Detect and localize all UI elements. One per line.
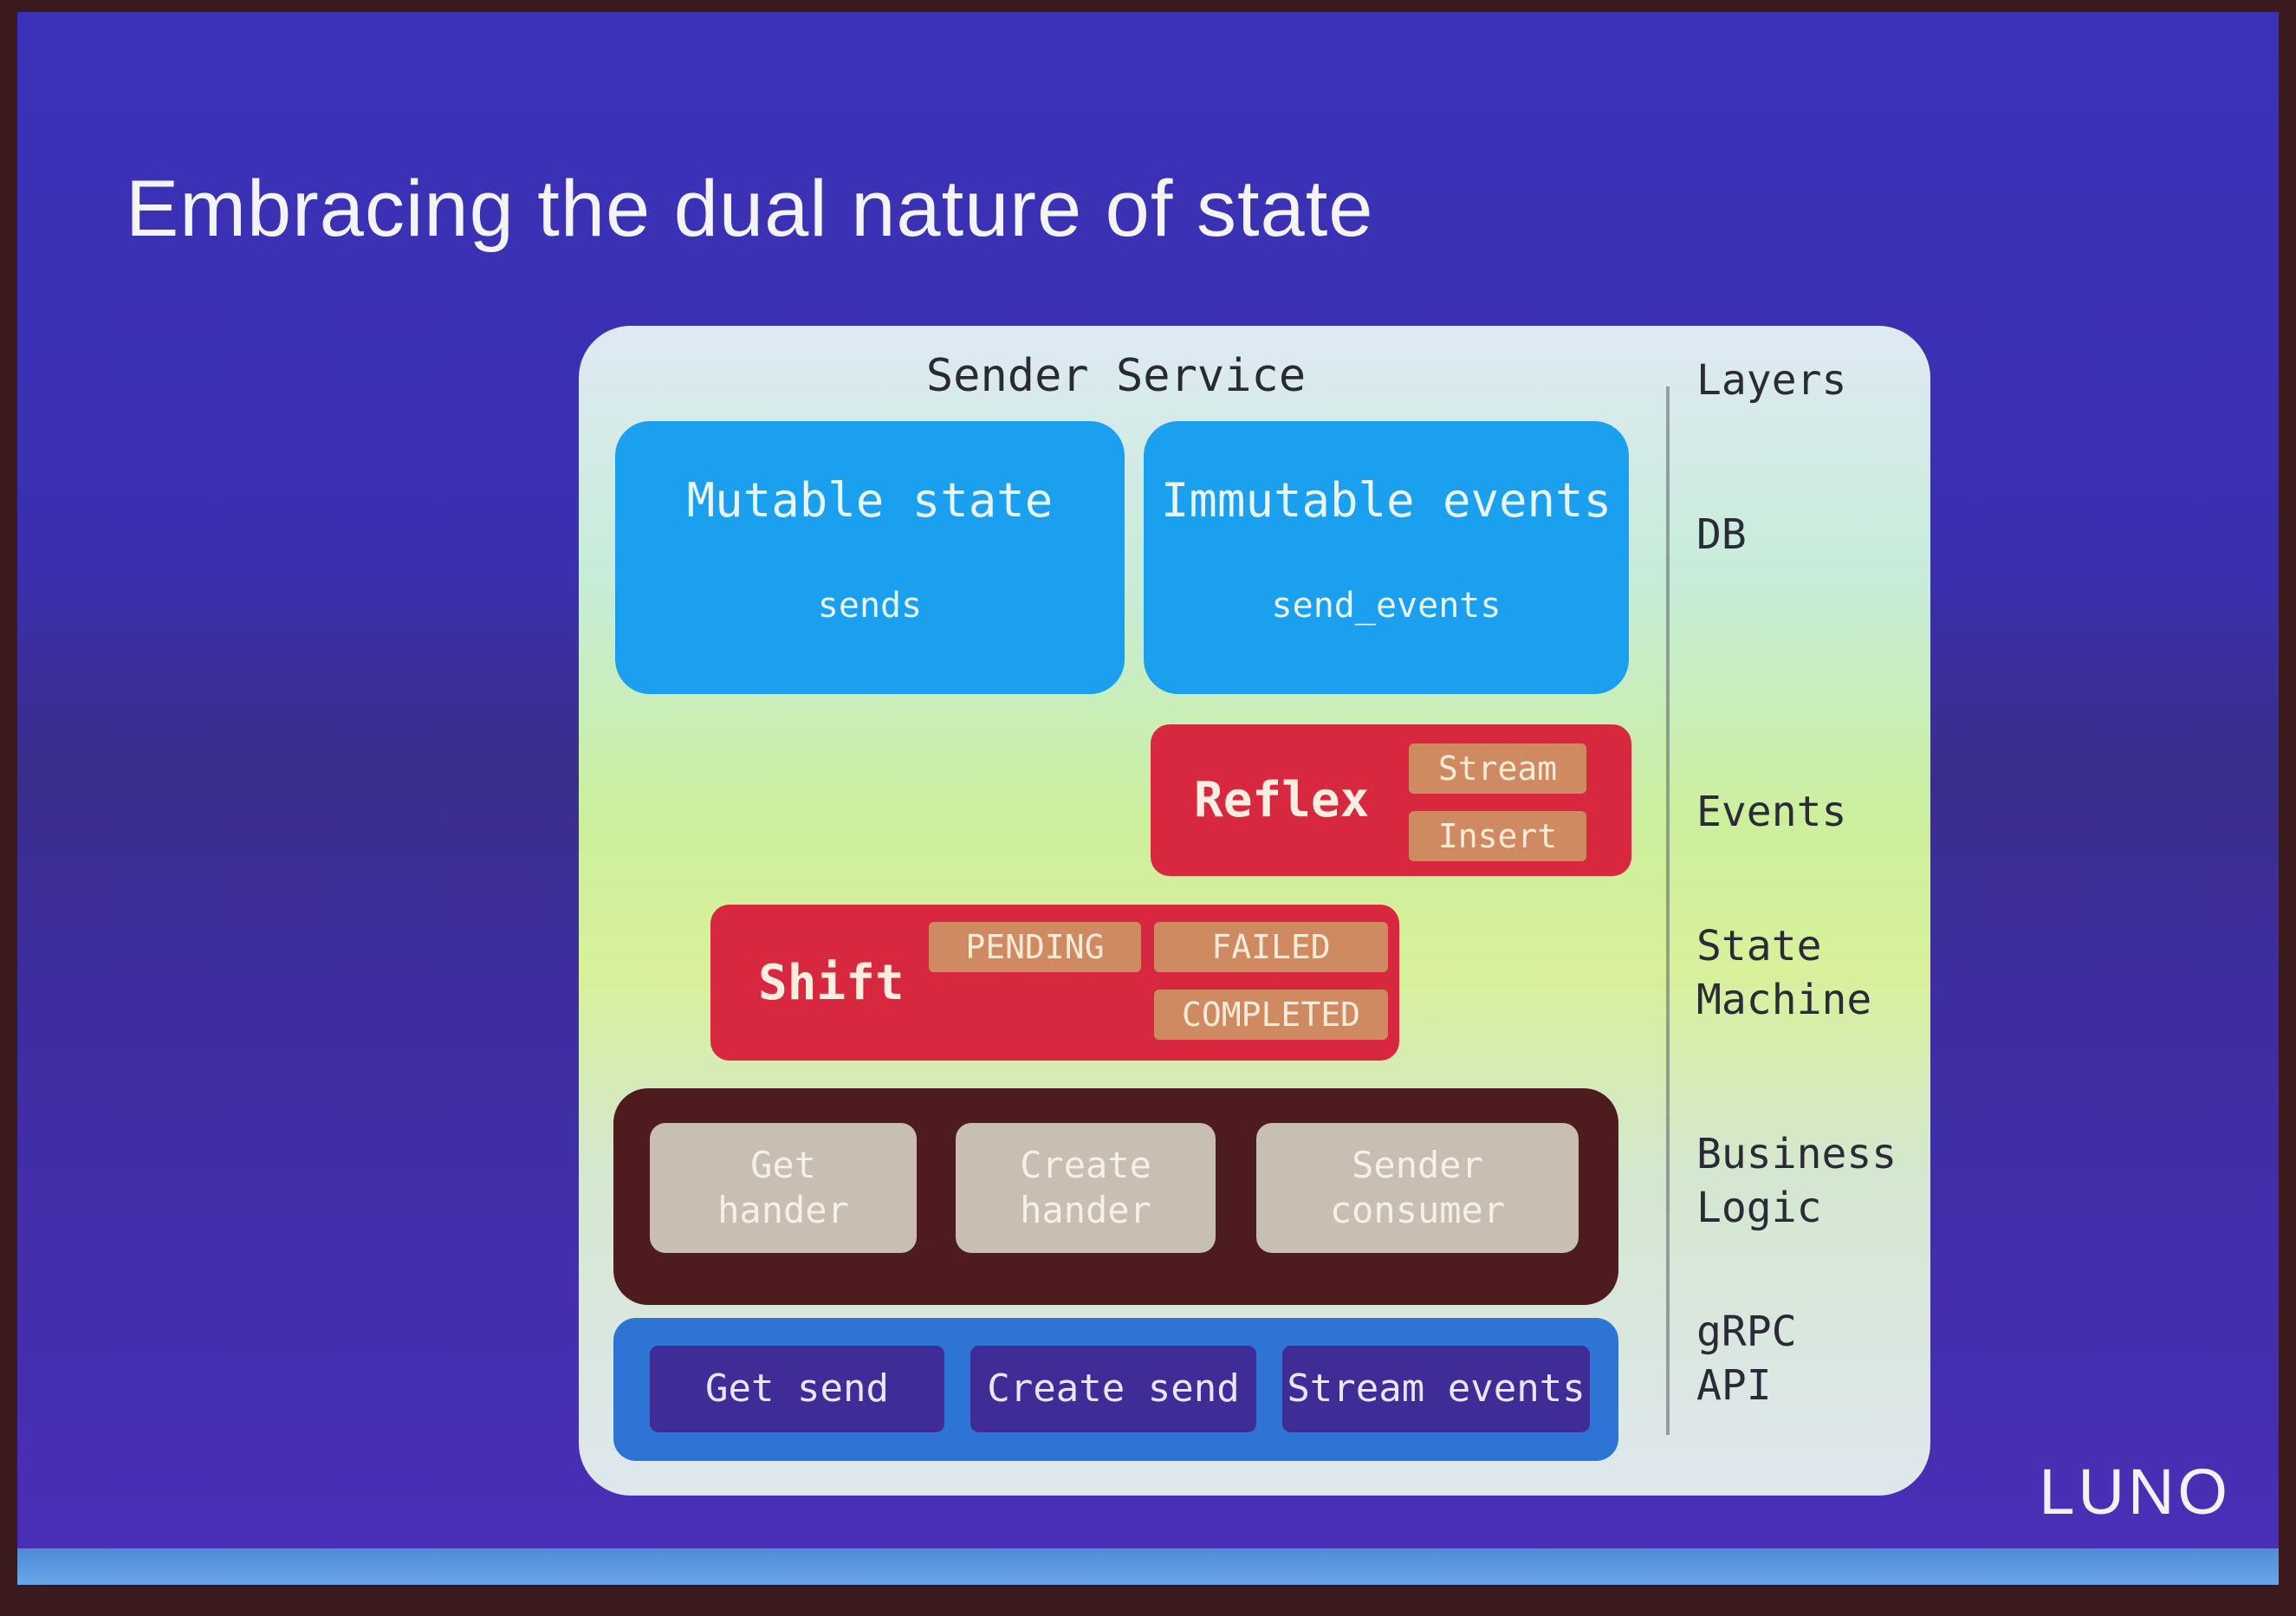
layer-label-state-machine: State Machine — [1696, 922, 1872, 1024]
sends-table-label: sends — [817, 586, 923, 626]
mutable-state-title: Mutable state — [686, 473, 1054, 528]
layer-label-grpc-api: gRPC API — [1696, 1308, 1797, 1410]
immutable-events-title: Immutable events — [1160, 473, 1612, 528]
reflex-box: Reflex Stream Insert — [1151, 724, 1631, 876]
shift-state-completed: COMPLETED — [1154, 990, 1388, 1040]
send-events-table-label: send_events — [1271, 586, 1501, 626]
sender-consumer-box: Sender consumer — [1256, 1123, 1579, 1253]
luno-logo: LUNO — [2039, 1456, 2231, 1528]
shift-state-pending: PENDING — [929, 922, 1141, 972]
create-send-endpoint: Create send — [970, 1346, 1256, 1432]
immutable-events-box: Immutable events send_events — [1144, 421, 1629, 694]
reflex-title: Reflex — [1194, 772, 1370, 828]
slide-bottom-bar — [17, 1548, 2279, 1585]
shift-box: Shift PENDING FAILED COMPLETED — [710, 905, 1399, 1061]
layer-label-business-logic: Business Logic — [1696, 1130, 1897, 1232]
slide: Embracing the dual nature of state Sende… — [17, 12, 2279, 1585]
business-logic-panel: Get hander Create hander Sender consumer — [613, 1088, 1618, 1305]
diagram-title: Sender Service — [925, 350, 1307, 402]
shift-state-failed: FAILED — [1154, 922, 1388, 972]
mutable-state-box: Mutable state sends — [615, 421, 1125, 694]
grpc-api-panel: Get send Create send Stream events — [613, 1318, 1618, 1461]
stream-events-endpoint: Stream events — [1282, 1346, 1590, 1432]
slide-title: Embracing the dual nature of state — [126, 165, 1374, 253]
sender-service-diagram: Sender Service Layers DB Events State Ma… — [579, 326, 1930, 1496]
reflex-tag-stream: Stream — [1409, 743, 1586, 794]
get-send-endpoint: Get send — [650, 1346, 944, 1432]
create-handler-box: Create hander — [956, 1123, 1216, 1253]
get-handler-box: Get hander — [650, 1123, 917, 1253]
layer-label-events: Events — [1696, 788, 1847, 836]
shift-title: Shift — [758, 955, 905, 1011]
layers-header: Layers — [1696, 356, 1847, 405]
layers-divider — [1666, 386, 1670, 1435]
reflex-tag-insert: Insert — [1409, 811, 1586, 861]
layer-label-db: DB — [1696, 510, 1747, 559]
